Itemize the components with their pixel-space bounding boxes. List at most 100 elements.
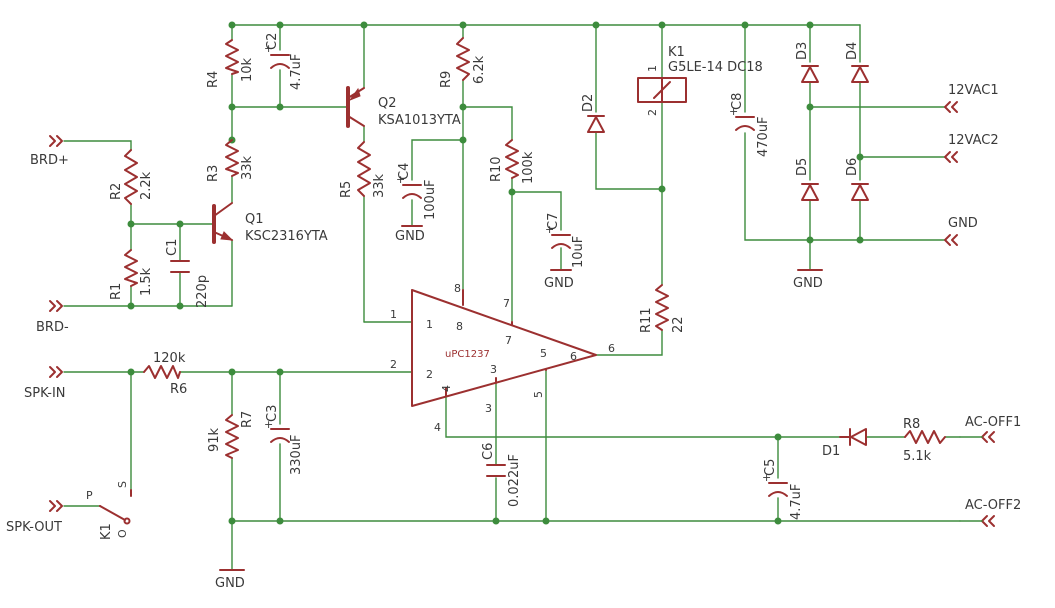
diode-d1 (839, 428, 867, 446)
wires (63, 24, 961, 571)
c7-value: 10uF (571, 236, 586, 268)
ic-part-label: uPC1237 (445, 349, 490, 360)
r7-value: 91k (207, 427, 222, 452)
resistor-r8 (904, 430, 946, 444)
gnd-label-c7: GND (544, 276, 574, 291)
relay-coil (637, 77, 687, 103)
resistor-r9 (456, 37, 470, 81)
capacitor-c1 (170, 260, 190, 273)
r8-name: R8 (903, 417, 920, 432)
port-arrow-icon (49, 135, 63, 147)
diode-d5 (801, 183, 819, 201)
resistor-r4 (225, 39, 239, 75)
ic-pin7-inside: 7 (505, 334, 512, 347)
c3-name: C3 (265, 405, 280, 422)
transistor-q2 (346, 86, 365, 128)
port-label-brd-minus: BRD- (36, 320, 69, 335)
relay-coil-pin2: 2 (646, 109, 659, 116)
capacitor-c5 (768, 482, 788, 497)
svg-text:+: + (264, 418, 273, 431)
r10-value: 100k (521, 151, 536, 184)
ic-pin6-outside: 6 (608, 342, 615, 355)
relay-pin-p: P (86, 489, 93, 502)
relay-part: G5LE-14 DC18 (668, 60, 763, 75)
diode-d4 (851, 65, 869, 83)
r5-name: R5 (339, 181, 354, 198)
gnd-label-bridge: GND (793, 276, 823, 291)
port-arrow-icon (981, 431, 995, 443)
q2-name: Q2 (378, 96, 397, 111)
ic-pin2-outside: 2 (390, 358, 397, 371)
q2-part: KSA1013YTA (378, 113, 461, 128)
port-label-brd-plus: BRD+ (30, 153, 69, 168)
q1-name: Q1 (245, 212, 264, 227)
resistor-r2 (124, 149, 138, 205)
port-arrow-icon (944, 234, 958, 246)
ic-pin4-inside: 4 (440, 385, 453, 392)
relay-pin-o: O (116, 529, 129, 538)
ic-pin8-outside: 8 (454, 282, 461, 295)
diode-d6 (851, 183, 869, 201)
c1-name: C1 (165, 239, 180, 256)
ic-pin7-outside: 7 (503, 297, 510, 310)
relay-switch-contacts (99, 489, 132, 525)
ic-pin5-outside: 5 (532, 391, 545, 398)
r10-name: R10 (489, 156, 504, 182)
r9-name: R9 (439, 71, 454, 88)
svg-text:+: + (396, 173, 405, 186)
r7-name: R7 (240, 411, 255, 428)
svg-text:+: + (762, 471, 771, 484)
d5-name: D5 (795, 158, 810, 176)
c5-value: 4.7uF (789, 484, 804, 520)
r3-name: R3 (206, 165, 221, 182)
c4-name: C4 (397, 163, 412, 180)
port-label-ac-off2: AC-OFF2 (965, 498, 1021, 513)
port-label-12vac2: 12VAC2 (948, 133, 999, 148)
port-arrow-icon (49, 500, 63, 512)
d1-name: D1 (822, 444, 840, 459)
r4-value: 10k (240, 57, 255, 82)
capacitor-c6 (486, 464, 506, 477)
d2-name: D2 (581, 94, 596, 112)
diode-d3 (801, 65, 819, 83)
r8-value: 5.1k (903, 449, 932, 464)
c8-name: C8 (730, 93, 745, 110)
c6-value: 0.022uF (507, 454, 522, 507)
c8-value: 470uF (756, 116, 771, 157)
c4-value: 100uF (423, 179, 438, 220)
r5-value: 33k (372, 173, 387, 198)
c2-name: C2 (265, 33, 280, 50)
port-label-gnd: GND (948, 216, 978, 231)
capacitor-c3 (270, 428, 290, 443)
port-label-ac-off1: AC-OFF1 (965, 415, 1021, 430)
r6-value: 120k (153, 351, 186, 366)
diode-d2 (587, 115, 605, 133)
capacitor-c4 (402, 184, 422, 199)
resistor-r3 (225, 139, 239, 177)
resistor-r6 (143, 365, 181, 379)
port-label-spk-in: SPK-IN (24, 386, 66, 401)
d4-name: D4 (845, 42, 860, 60)
capacitor-c7 (551, 234, 571, 249)
resistor-r1 (124, 249, 138, 287)
capacitor-c8 (735, 116, 755, 131)
svg-text:+: + (545, 223, 554, 236)
port-label-spk-out: SPK-OUT (6, 520, 62, 535)
r3-value: 33k (240, 155, 255, 180)
c1-value: 220p (195, 275, 210, 308)
d6-name: D6 (845, 158, 860, 176)
gnd-label-c4: GND (395, 229, 425, 244)
relay-switch-name: K1 (99, 523, 114, 540)
r9-value: 6.2k (472, 55, 487, 84)
port-arrow-icon (981, 515, 995, 527)
r2-name: R2 (109, 183, 124, 200)
r6-name: R6 (170, 382, 187, 397)
c6-name: C6 (481, 443, 496, 460)
r11-name: R11 (639, 307, 654, 333)
port-arrow-icon (944, 151, 958, 163)
relay-name: K1 (668, 45, 685, 60)
port-arrow-icon (49, 300, 63, 312)
ic-pin8-inside: 8 (456, 320, 463, 333)
gnd-label-bottom: GND (215, 576, 245, 591)
